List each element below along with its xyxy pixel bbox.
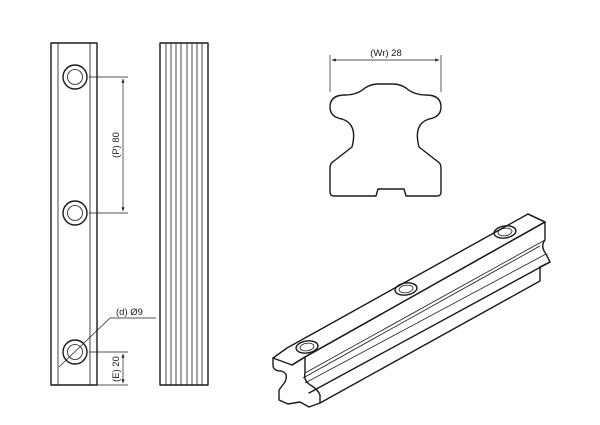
mounting-hole-top <box>62 64 88 90</box>
rail-outline <box>50 42 98 386</box>
rail-width-label: (Wr) 28 <box>370 48 402 59</box>
rail-isometric-view <box>272 213 551 408</box>
hole-diameter-leader: (d) Ø9 <box>58 307 156 368</box>
rail-width-dimension: (Wr) 28 <box>329 48 442 92</box>
end-distance-dimension: (E) 20 <box>89 351 128 386</box>
pitch-dimension: (P) 80 <box>89 76 128 214</box>
mounting-hole-bottom <box>62 339 88 365</box>
iso-hole-1 <box>295 340 319 354</box>
rail-top-view <box>50 42 98 386</box>
hole-diameter-label: (d) Ø9 <box>116 307 143 318</box>
mounting-hole-middle <box>62 200 88 226</box>
pitch-label: (P) 80 <box>111 132 122 158</box>
rail-cross-section <box>329 83 442 197</box>
end-distance-label: (E) 20 <box>111 356 122 382</box>
rail-side-view <box>159 42 209 386</box>
iso-hole-2 <box>394 282 418 296</box>
iso-hole-3 <box>493 225 517 239</box>
